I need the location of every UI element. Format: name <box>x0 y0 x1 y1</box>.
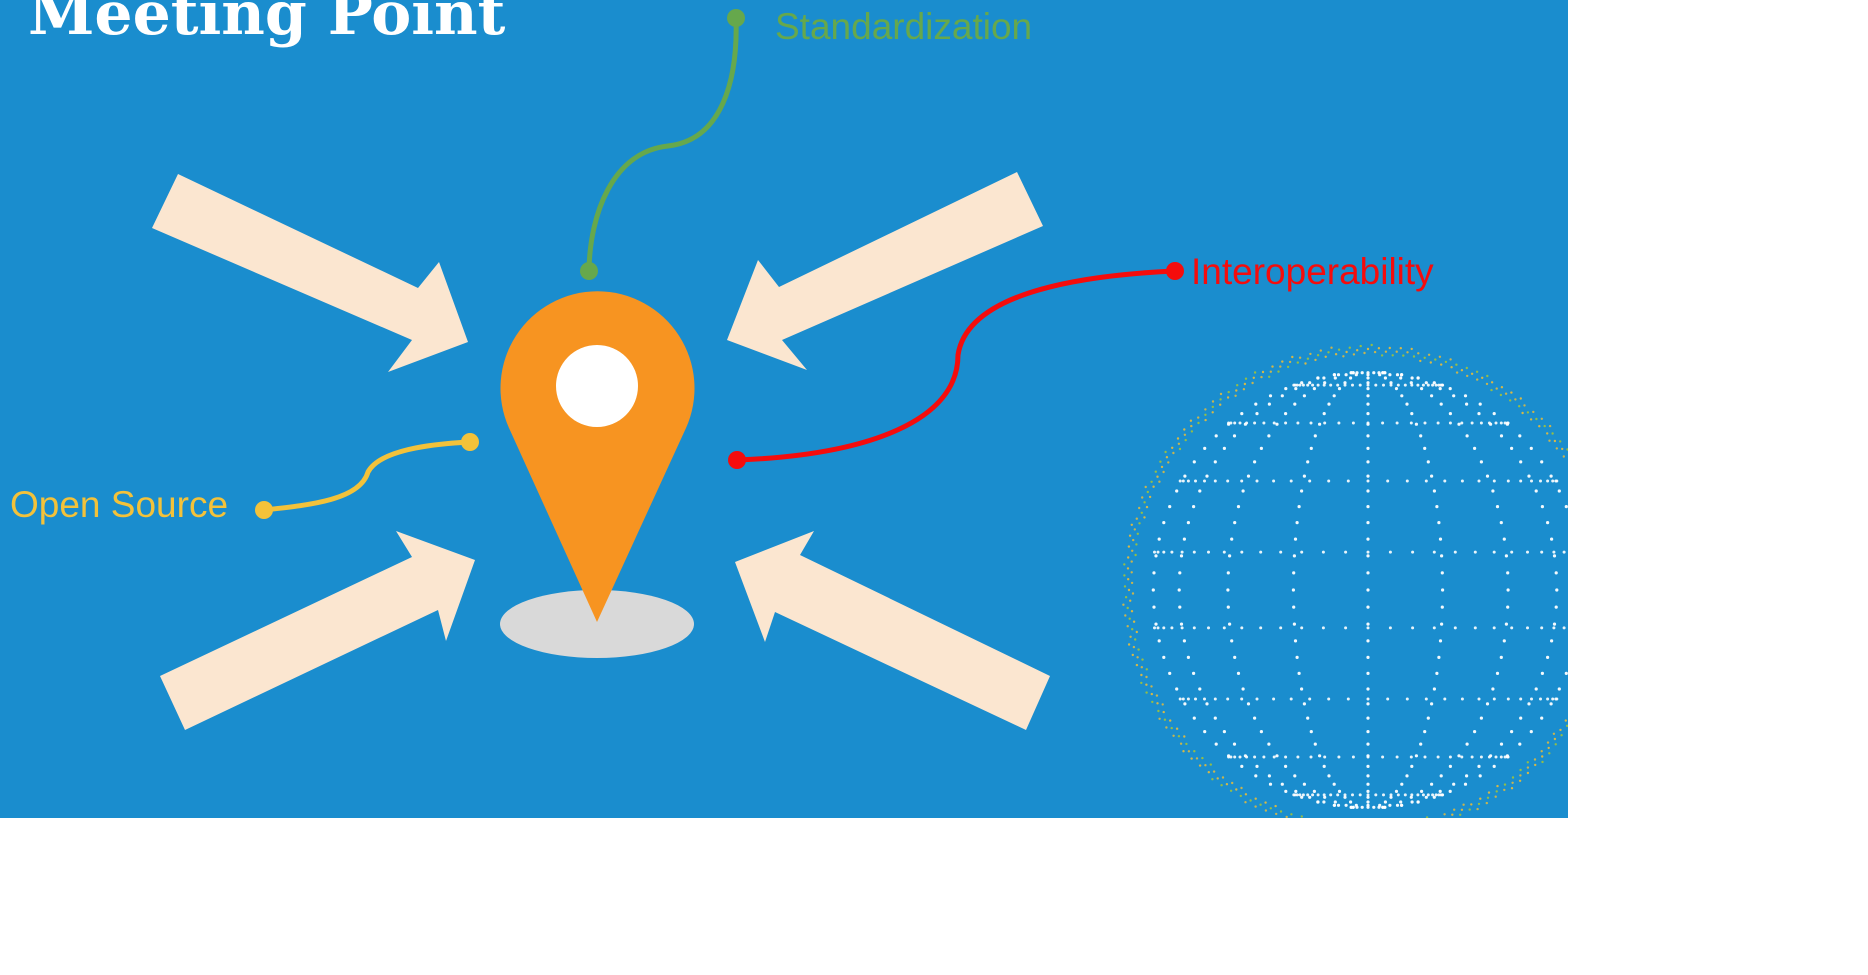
converging-arrows <box>152 172 1050 730</box>
label-open-source: Open Source <box>10 484 229 525</box>
arrow-bottom-left <box>160 531 475 730</box>
slide-canvas: Meeting Point <box>0 0 1568 818</box>
label-interoperability: Interoperability <box>1191 251 1434 292</box>
pin-body <box>500 291 695 622</box>
open-source-connector <box>255 433 479 519</box>
dotted-globe-icon <box>1122 343 1568 818</box>
diagram-art <box>152 9 1568 818</box>
page-title: Meeting Point <box>28 0 506 49</box>
location-pin-icon <box>500 291 695 658</box>
arrow-bottom-right <box>735 531 1050 730</box>
interoperability-connector <box>728 262 1184 469</box>
pin-center-dot <box>556 345 638 427</box>
arrow-top-left <box>152 174 468 372</box>
label-standardization: Standardization <box>775 6 1033 47</box>
pin-shadow <box>500 590 694 658</box>
standardization-connector <box>580 9 745 280</box>
arrow-top-right <box>727 172 1043 370</box>
